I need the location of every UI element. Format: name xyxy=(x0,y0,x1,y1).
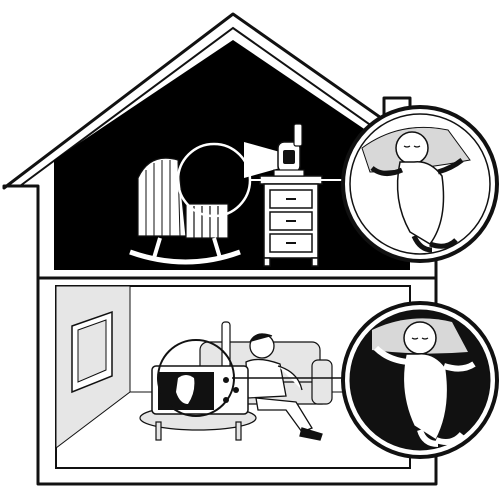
monitor-button-1 xyxy=(223,377,229,383)
monitor-button-2 xyxy=(233,387,239,393)
camera-base xyxy=(274,170,304,176)
monitor-baby-callout xyxy=(343,303,497,457)
dresser-leg-right xyxy=(312,258,318,266)
dresser xyxy=(260,176,322,266)
dresser-leg-left xyxy=(264,258,270,266)
camera-lens xyxy=(283,150,295,164)
sleeping-baby-callout xyxy=(343,107,497,261)
camera-antenna xyxy=(294,124,302,146)
sofa-arm-right xyxy=(312,360,332,404)
upper-baby-head xyxy=(396,132,428,164)
monitor-antenna xyxy=(222,322,230,370)
coffee-table-leg-right xyxy=(236,422,241,440)
coffee-table-leg-left xyxy=(156,422,161,440)
lower-baby-head xyxy=(404,322,436,354)
